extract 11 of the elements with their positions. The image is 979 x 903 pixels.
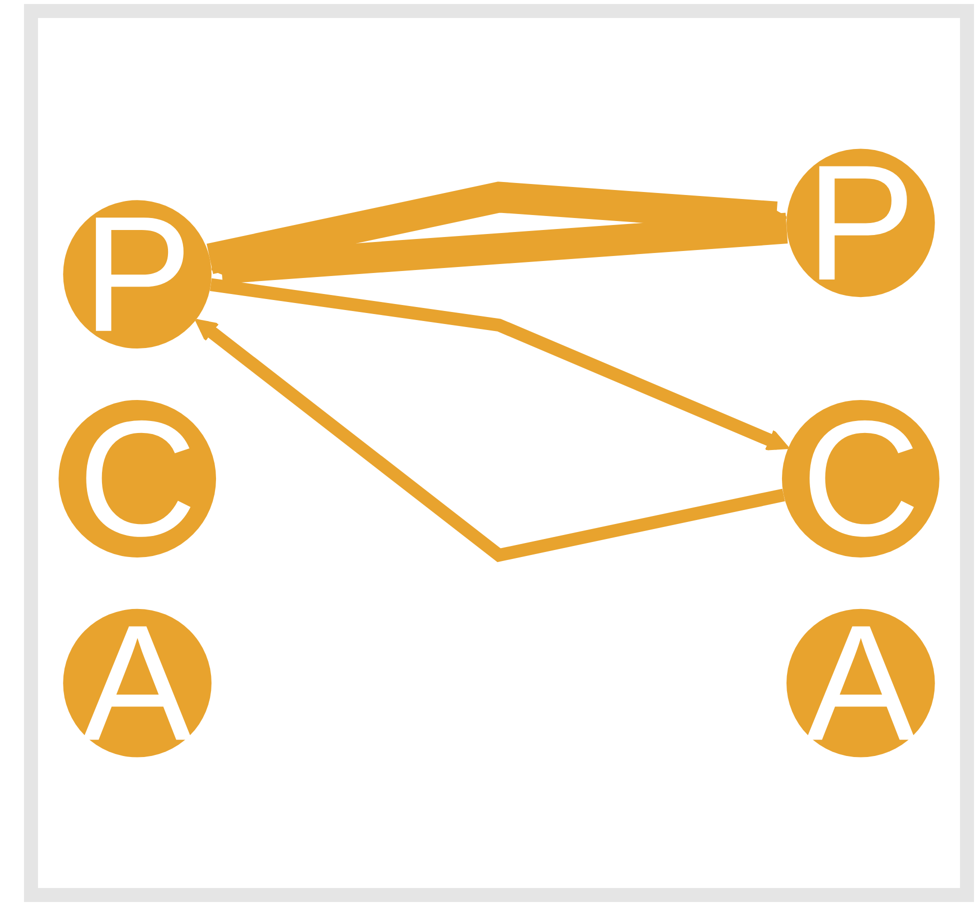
- arrow: [206, 182, 788, 274]
- frame-background: P P A A C C: [24, 4, 974, 902]
- node-circle: [63, 608, 212, 758]
- arrow: [210, 212, 788, 284]
- node-circle: [58, 400, 216, 558]
- node-circle: [786, 148, 935, 298]
- arrow: [210, 278, 790, 450]
- node-circle: [786, 608, 935, 758]
- arrow: [194, 318, 785, 562]
- node-circle: [782, 400, 940, 558]
- node-circle: [63, 200, 212, 349]
